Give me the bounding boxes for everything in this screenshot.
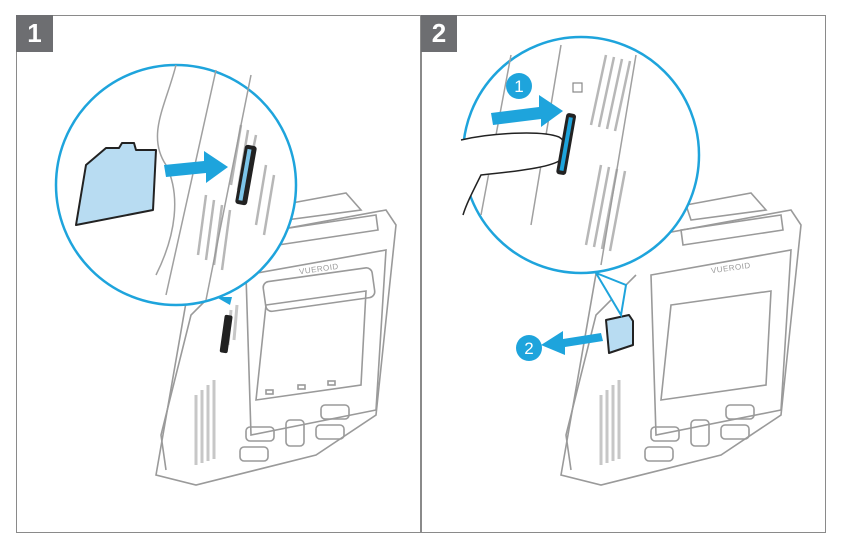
eject-symbol bbox=[572, 82, 583, 93]
arrow-left-icon bbox=[541, 331, 603, 355]
callout-2-number: 2 bbox=[524, 339, 533, 358]
callout-2-badge bbox=[516, 335, 542, 361]
step-number-badge: 2 bbox=[421, 15, 457, 52]
step-number-badge: 1 bbox=[16, 15, 53, 52]
card-in-slot bbox=[559, 117, 573, 171]
dashcam-illustration: VUEROID bbox=[54, 63, 397, 486]
callout-1-badge bbox=[506, 73, 532, 99]
sd-slot bbox=[219, 314, 233, 354]
callout-1-number: 1 bbox=[514, 77, 523, 96]
step-panel-1: 1 VUEROID bbox=[16, 15, 421, 533]
arrow-right-icon bbox=[491, 95, 563, 127]
microsd-card-icon bbox=[605, 314, 634, 354]
dashcam-illustration: VUEROID 2 1 bbox=[460, 35, 802, 486]
panel-divider bbox=[420, 15, 422, 533]
arrow-right-icon bbox=[164, 151, 228, 183]
step-panel-2: 2 VUEROID 2 bbox=[421, 15, 826, 533]
microsd-card-icon bbox=[75, 142, 157, 226]
